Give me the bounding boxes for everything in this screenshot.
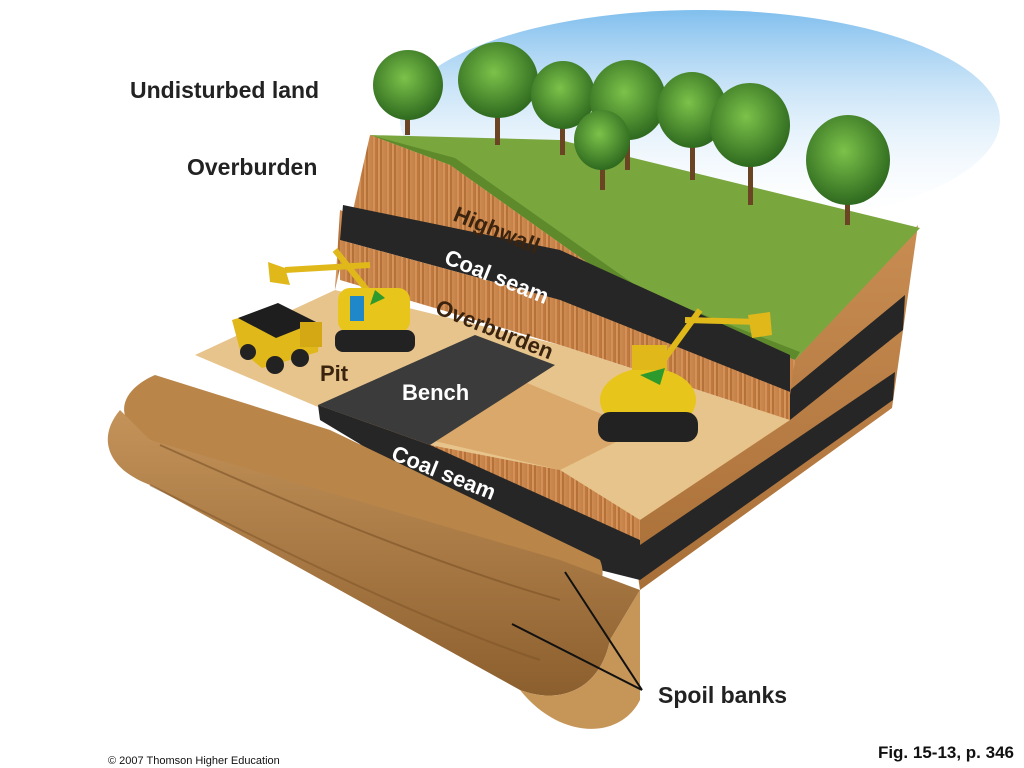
bench-label: Bench: [402, 380, 469, 405]
pit-label: Pit: [320, 361, 349, 386]
spoil-pointer-2: [511, 623, 643, 691]
right-coal-seam-upper: [790, 295, 905, 420]
lower-coal-seam-band: [318, 405, 640, 580]
grass-edge: [370, 135, 800, 360]
trees: [373, 42, 890, 225]
spoil-bank-end: [520, 590, 640, 729]
excavator-left: [268, 248, 415, 352]
spoil-bank-ridge: [159, 444, 561, 601]
ramp: [430, 380, 640, 470]
grass-top: [370, 135, 920, 360]
figure-reference: Fig. 15-13, p. 346: [878, 743, 1014, 762]
bench-surface: [318, 335, 555, 445]
spoil-bank-ridge-2: [149, 484, 541, 661]
undisturbed-land-label: Undisturbed land: [130, 77, 319, 103]
excavator-right: [598, 308, 772, 442]
dump-truck: [232, 303, 322, 374]
overburden-top-label: Overburden: [187, 154, 317, 180]
right-coal-seam-lower: [640, 372, 895, 580]
spoil-banks-label: Spoil banks: [658, 682, 787, 708]
copyright-text: © 2007 Thomson Higher Education: [108, 755, 280, 767]
spoil-pointer-1: [564, 571, 643, 691]
